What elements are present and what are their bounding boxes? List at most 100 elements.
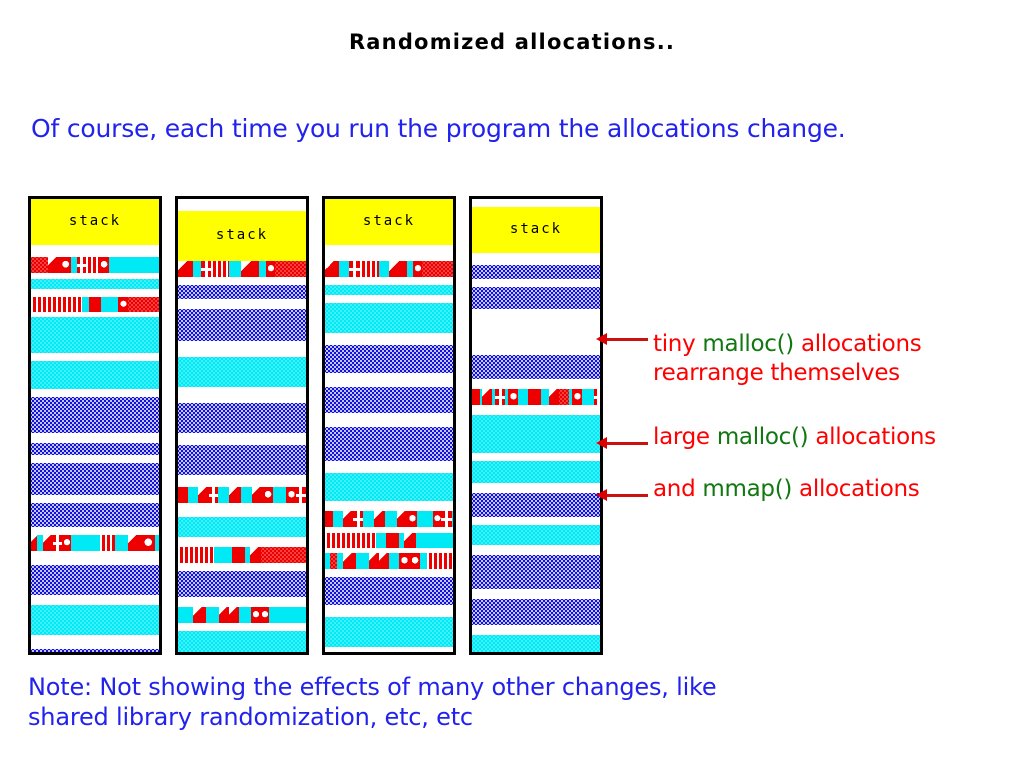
tiny-malloc-block — [208, 487, 218, 503]
stack-label: stack — [362, 213, 416, 229]
tiny-malloc-block — [218, 607, 230, 623]
segment-large-malloc — [31, 397, 159, 433]
annotation-line-2: rearrange themselves — [653, 360, 900, 386]
segment-mmap — [472, 525, 600, 545]
tiny-malloc-block — [528, 389, 542, 405]
tiny-malloc-block — [571, 389, 583, 405]
segment-mmap — [31, 279, 159, 289]
tiny-malloc-block — [472, 389, 480, 405]
segment-fixed — [472, 207, 600, 253]
arrow-shaft — [605, 338, 648, 341]
tiny-malloc-block — [59, 257, 71, 273]
footer-note-line-1: Note: Not showing the effects of many ot… — [28, 673, 717, 701]
segment-large-malloc — [472, 287, 600, 309]
tiny-malloc-block — [139, 535, 156, 551]
segment-mmap — [31, 317, 159, 353]
tiny-malloc-block — [389, 261, 407, 277]
segment-mmap — [178, 357, 306, 387]
tiny-malloc-block — [97, 257, 110, 273]
arrow-to-tiny-malloc — [596, 333, 648, 345]
tiny-malloc-block — [178, 487, 189, 503]
footer-note-line-2: shared library randomization, etc, etc — [28, 703, 473, 731]
segment-mmap — [325, 617, 453, 647]
tiny-malloc-block — [250, 607, 260, 623]
tiny-malloc-block — [353, 511, 364, 527]
tiny-malloc-block — [229, 487, 241, 503]
tiny-malloc-block — [422, 261, 453, 277]
segment-mmap — [325, 303, 453, 333]
segment-large-malloc — [325, 345, 453, 373]
segment-mmap — [325, 285, 453, 295]
tiny-malloc-block — [406, 511, 418, 527]
tiny-malloc-block — [432, 511, 442, 527]
segment-large-malloc — [325, 577, 453, 605]
tiny-malloc-block — [42, 535, 53, 551]
tiny-malloc-block — [441, 511, 452, 527]
annotation-line-1: tiny malloc() allocations — [653, 330, 922, 359]
tiny-malloc-block — [548, 389, 560, 405]
tiny-malloc-block — [495, 389, 506, 405]
segment-tiny-malloc-row — [31, 535, 159, 551]
tiny-malloc-block — [211, 261, 230, 277]
tiny-malloc-block — [240, 261, 259, 277]
segment-large-malloc — [472, 555, 600, 589]
segment-large-malloc — [472, 355, 600, 379]
tiny-malloc-block — [396, 511, 407, 527]
tiny-malloc-block — [259, 607, 269, 623]
tiny-malloc-block — [178, 261, 194, 277]
arrow-head — [596, 437, 607, 449]
tiny-malloc-block — [61, 535, 71, 551]
annotation-keyword: mmap() — [702, 476, 793, 502]
tiny-malloc-block — [198, 487, 209, 503]
segment-fixed — [31, 199, 159, 245]
tiny-malloc-block — [482, 389, 493, 405]
tiny-malloc-block — [86, 257, 98, 273]
tiny-malloc-block — [413, 261, 423, 277]
tiny-malloc-block — [31, 257, 48, 273]
segment-large-malloc — [31, 503, 159, 527]
segment-large-malloc — [31, 565, 159, 595]
segment-mmap — [178, 631, 306, 652]
memory-column-2: stackprogram — [175, 196, 309, 655]
annotation-large-malloc: large malloc() allocations — [653, 423, 936, 452]
tiny-malloc-block — [77, 257, 87, 273]
tiny-malloc-block — [262, 487, 273, 503]
tiny-malloc-block — [342, 511, 354, 527]
arrow-head — [596, 333, 607, 345]
segment-mmap — [472, 635, 600, 652]
tiny-malloc-block — [249, 547, 262, 563]
tiny-malloc-block — [285, 487, 296, 503]
tiny-malloc-block — [231, 547, 245, 563]
segment-large-malloc — [472, 265, 600, 279]
annotation-text-post: allocations — [793, 331, 922, 357]
tiny-malloc-block — [325, 511, 333, 527]
tiny-malloc-block — [266, 261, 276, 277]
segment-tiny-malloc-row — [325, 261, 453, 277]
annotation-line-1: large malloc() allocations — [653, 423, 936, 452]
segment-fixed — [325, 199, 453, 245]
segment-tiny-malloc-row — [178, 487, 306, 503]
arrow-to-mmap — [596, 489, 648, 501]
segment-large-malloc — [31, 463, 159, 495]
annotation-text-pre: tiny — [653, 331, 703, 357]
lead-paragraph: Of course, each time you run the program… — [31, 114, 846, 143]
memory-column-4: stackprogram — [469, 196, 603, 655]
segment-fixed — [178, 211, 306, 261]
tiny-malloc-block — [229, 607, 240, 623]
segment-large-malloc — [472, 599, 600, 625]
tiny-malloc-block — [325, 261, 340, 277]
tiny-malloc-block — [275, 261, 306, 277]
tiny-malloc-block — [31, 297, 83, 312]
page-title: Randomized allocations.. — [348, 30, 676, 54]
annotation-text-post: allocations — [808, 424, 936, 450]
tiny-malloc-block — [349, 261, 360, 277]
tiny-malloc-block — [100, 535, 116, 551]
tiny-malloc-block — [559, 389, 570, 405]
segment-large-malloc — [178, 309, 306, 341]
segment-tiny-malloc-row — [325, 533, 453, 548]
segment-tiny-malloc-row — [31, 257, 159, 273]
segment-tiny-malloc-row — [178, 261, 306, 277]
tiny-malloc-block — [593, 389, 600, 405]
